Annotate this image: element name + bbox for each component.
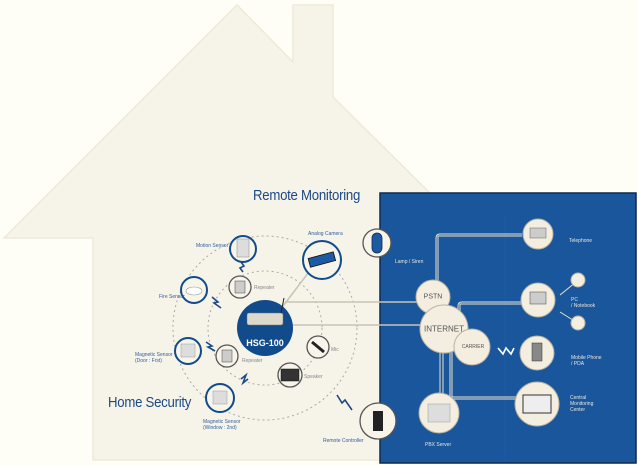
repeater-bottom-label: Repeater [242, 358, 263, 364]
hub-device-icon [246, 312, 284, 326]
network-links [435, 233, 577, 400]
signal-icon [211, 296, 222, 309]
repeater-top-label: Repeater [254, 285, 275, 291]
lamp-siren-label: Lamp / Siren [395, 259, 424, 265]
server-icon [427, 403, 451, 423]
magnetic-sensor-window-label: Magnetic Sensor (Window : 2nd) [203, 419, 241, 431]
signal-icon [240, 372, 249, 386]
siren-icon [371, 232, 383, 254]
pc-peripheral-node[interactable] [570, 315, 586, 331]
speaker-icon [280, 368, 300, 382]
carrier-label: CARRIER [461, 344, 485, 350]
mic-label: Mic [331, 347, 339, 353]
signal-icon [205, 341, 216, 352]
microphone-icon [311, 340, 325, 354]
mobile-phone-icon [531, 342, 543, 362]
carrier-node[interactable] [453, 328, 491, 366]
motion-sensor-icon [236, 238, 250, 258]
motion-sensor-label: Motion Sensor [196, 243, 229, 249]
speaker-label: Speaker [304, 374, 323, 380]
telephone-label: Telephone [569, 238, 593, 244]
pc-icon [529, 291, 547, 305]
telephone-icon [529, 227, 547, 239]
home-security-title: Home Security [108, 394, 192, 411]
fire-sensor-label: Fire Sensor [159, 294, 185, 300]
remote-icon [373, 411, 383, 431]
repeater-bottom-icon [221, 349, 233, 363]
signal-icon [497, 346, 515, 356]
monitor-icon [522, 394, 552, 414]
central-monitoring-label: Central Monitoring Center [570, 395, 594, 413]
wireless-signal-icons [205, 261, 515, 411]
pc-label: PC / Notebook [571, 297, 596, 309]
analog-camera-label: Analog Camera [308, 231, 343, 237]
remote-controller-label: Remote Controller [323, 438, 364, 444]
hub-antenna-icon [280, 297, 285, 314]
outer-orbit [172, 235, 358, 421]
notebook-node[interactable] [570, 272, 586, 288]
magnetic-sensor-door-label: Magnetic Sensor (Door : Frst) [135, 352, 173, 364]
remote-monitoring-title: Remote Monitoring [253, 187, 361, 204]
signal-icon [238, 261, 246, 273]
pbx-server-label: PBX Server [425, 442, 452, 448]
repeater-top-icon [234, 280, 246, 294]
camera-icon [307, 251, 337, 268]
pstn-label: PSTN [423, 293, 443, 301]
signal-icon [336, 394, 353, 411]
internet-label: INTERNET [424, 324, 464, 334]
hub-label: HSG-100 [246, 338, 284, 348]
window-sensor-icon [212, 390, 228, 405]
mobile-label: Mobile Phone / PDA [571, 355, 602, 367]
smoke-detector-icon [185, 286, 203, 296]
door-sensor-icon [180, 343, 196, 358]
inner-orbit [207, 270, 323, 386]
